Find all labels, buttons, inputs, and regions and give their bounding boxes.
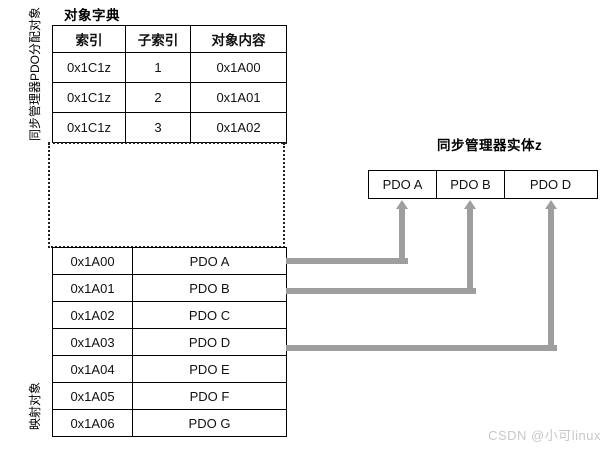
table-row: 0x1A02 PDO C xyxy=(52,301,287,329)
assign-col-index: 索引 xyxy=(52,25,126,53)
side-label-mapping-wrapper: 映射对象 xyxy=(0,250,46,450)
sm-cell-pdo-a: PDO A xyxy=(382,177,423,192)
map-cell-name: PDO B xyxy=(132,274,287,302)
connector-pdo-a-horizontal xyxy=(286,258,408,264)
assign-cell-content: 0x1A01 xyxy=(190,82,287,113)
map-cell-name: PDO G xyxy=(132,409,287,437)
map-cell-address: 0x1A05 xyxy=(52,382,133,410)
sm-cell-pdo-d: PDO D xyxy=(504,171,596,198)
connector-pdo-a-arrowhead xyxy=(396,200,408,209)
map-cell-address: 0x1A03 xyxy=(52,328,133,356)
sync-manager-entity-title: 同步管理器实体z xyxy=(437,138,543,153)
side-label-assign: 同步管理器PDO分配对象 xyxy=(28,6,42,141)
map-cell-address: 0x1A04 xyxy=(52,355,133,383)
assign-cell-content: 0x1A02 xyxy=(190,112,287,143)
assign-cell-index: 0x1C1z xyxy=(52,112,126,143)
table-row: 0x1A00 PDO A xyxy=(52,247,287,275)
sm-cell-pdo-b: PDO B xyxy=(436,171,504,198)
connector-pdo-d-horizontal xyxy=(286,345,557,351)
side-label-mapping: 映射对象 xyxy=(28,381,42,430)
mapping-table: 0x1A00 PDO A 0x1A01 PDO B 0x1A02 PDO C 0… xyxy=(52,247,287,437)
assign-cell-subindex: 2 xyxy=(125,82,191,113)
side-label-assign-wrapper: 同步管理器PDO分配对象 xyxy=(0,0,46,145)
table-row: 0x1A04 PDO E xyxy=(52,355,287,383)
map-cell-name: PDO F xyxy=(132,382,287,410)
dotted-region-top-edge xyxy=(48,142,287,144)
connector-pdo-a-vertical xyxy=(399,209,405,261)
map-cell-name: PDO C xyxy=(132,301,287,329)
table-row: 0x1C1z 3 0x1A02 xyxy=(52,112,287,143)
assign-cell-subindex: 3 xyxy=(125,112,191,143)
assign-cell-index: 0x1C1z xyxy=(52,52,126,83)
connector-pdo-b-horizontal xyxy=(286,288,476,294)
table-row: 0x1C1z 1 0x1A00 xyxy=(52,52,287,83)
map-cell-name: PDO E xyxy=(132,355,287,383)
map-cell-name: PDO A xyxy=(132,247,287,275)
assign-cell-content: 0x1A00 xyxy=(190,52,287,83)
assign-cell-index: 0x1C1z xyxy=(52,82,126,113)
table-row: 0x1A06 PDO G xyxy=(52,409,287,437)
map-cell-address: 0x1A00 xyxy=(52,247,133,275)
map-cell-address: 0x1A02 xyxy=(52,301,133,329)
table-row: 0x1C1z 2 0x1A01 xyxy=(52,82,287,113)
table-row: 0x1A01 PDO B xyxy=(52,274,287,302)
table-row: 0x1A05 PDO F xyxy=(52,382,287,410)
assign-col-subindex: 子索引 xyxy=(125,25,191,53)
map-cell-name: PDO D xyxy=(132,328,287,356)
assign-cell-subindex: 1 xyxy=(125,52,191,83)
map-cell-address: 0x1A06 xyxy=(52,409,133,437)
object-dictionary-title: 对象字典 xyxy=(64,8,120,23)
connector-pdo-b-arrowhead xyxy=(464,200,476,209)
table-row: 0x1A03 PDO D xyxy=(52,328,287,356)
sync-manager-entity-box: PDO A PDO B PDO D xyxy=(368,170,598,199)
csdn-watermark: CSDN @小可linux xyxy=(488,428,601,443)
map-cell-address: 0x1A01 xyxy=(52,274,133,302)
dotted-region xyxy=(48,143,285,248)
connector-pdo-d-vertical xyxy=(548,209,554,348)
assign-col-content: 对象内容 xyxy=(190,25,287,53)
assign-table: 索引 子索引 对象内容 0x1C1z 1 0x1A00 0x1C1z 2 0x1… xyxy=(52,25,287,143)
connector-pdo-d-arrowhead xyxy=(545,200,557,209)
connector-pdo-b-vertical xyxy=(467,209,473,291)
assign-table-header-row: 索引 子索引 对象内容 xyxy=(52,25,287,53)
